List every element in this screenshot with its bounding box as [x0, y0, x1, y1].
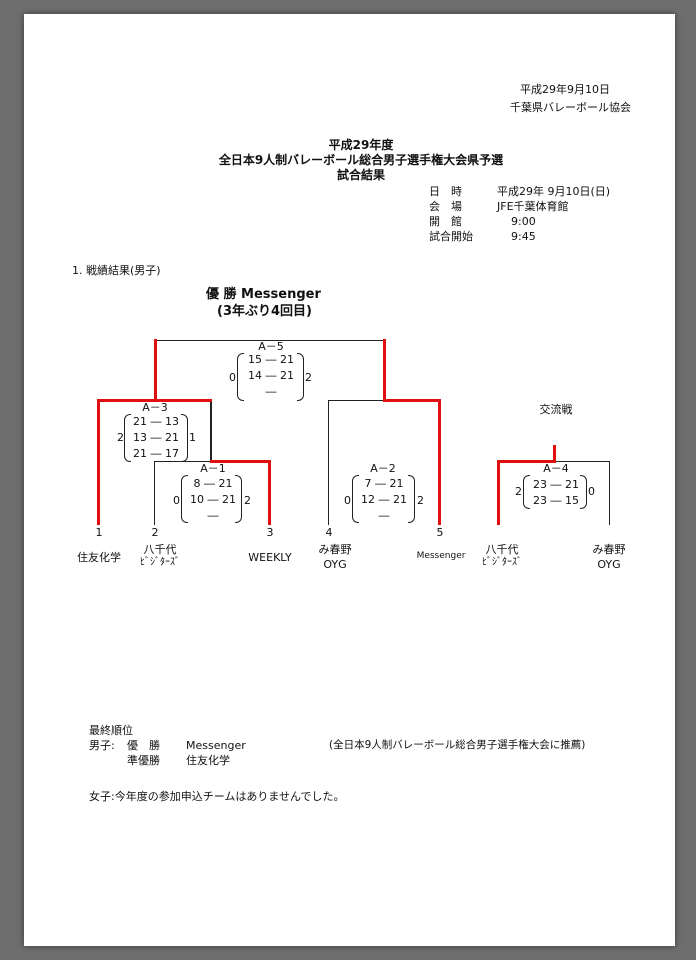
winner-line [97, 399, 100, 525]
bracket-paren [237, 353, 244, 401]
final-men-label: 男子: [89, 739, 115, 752]
match-a5-left-sets: 0 [229, 371, 236, 384]
team-number: 5 [436, 526, 444, 539]
exchange-label: 交流戦 [539, 403, 573, 416]
match-a4-set1: 23 ― 21 [533, 478, 579, 491]
header-date: 平成29年9月10日 [520, 83, 610, 96]
title-event: 全日本9人制バレーボール総合男子選手権大会県予選 [218, 153, 504, 167]
match-a1-right-sets: 2 [244, 494, 251, 507]
match-a2-set1: 7 ― 21 [364, 477, 404, 490]
match-a4-set2: 23 ― 15 [533, 494, 579, 507]
final-women-note: 女子:今年度の参加申込チームはありませんでした。 [89, 790, 345, 803]
match-a5-set2: 14 ― 21 [248, 369, 294, 382]
winner-line [97, 399, 212, 402]
match-a2-label: A－2 [370, 462, 396, 475]
final-second-team: 住友化学 [186, 754, 230, 767]
final-heading: 最終順位 [89, 724, 133, 737]
header-org: 千葉県バレーボール協会 [510, 101, 631, 114]
bracket-paren [181, 475, 188, 523]
bracket-paren [235, 475, 242, 523]
bracket-line [155, 340, 385, 341]
champion-count: (3年ぶり4回目) [217, 304, 312, 319]
final-first-label: 優 勝 [127, 739, 160, 752]
bracket-paren [580, 475, 587, 509]
info-venue-value: JFE千葉体育館 [497, 200, 569, 213]
match-a5-right-sets: 2 [305, 371, 312, 384]
team-name: WEEKLY [248, 551, 292, 564]
match-a1-left-sets: 0 [173, 494, 180, 507]
match-a4-left-sets: 2 [515, 485, 522, 498]
match-a3-right-sets: 1 [189, 431, 196, 444]
match-a3-set1: 21 ― 13 [133, 415, 179, 428]
info-start-value: 9:45 [511, 230, 536, 243]
team-name-sub: ﾋﾞｼﾞﾀｰｽﾞ [140, 557, 180, 568]
match-a3-left-sets: 2 [117, 431, 124, 444]
bracket-line [210, 400, 212, 462]
match-a4-right-sets: 0 [588, 485, 595, 498]
winner-line [438, 399, 441, 525]
winner-line [497, 460, 556, 463]
bracket-line [154, 461, 155, 525]
bracket-paren [408, 475, 415, 523]
match-a3-set2: 13 ― 21 [133, 431, 179, 444]
winner-line [268, 460, 271, 525]
champion-line: 優 勝 Messenger [206, 287, 321, 302]
team-name: Messenger [416, 551, 466, 561]
bracket-paren [297, 353, 304, 401]
title-results: 試合結果 [336, 168, 386, 182]
exchange-team-name-sub: OYG [597, 558, 621, 571]
match-a1-label: A－1 [200, 462, 226, 475]
exchange-team-name: 八千代 [485, 543, 519, 556]
exchange-team-name-sub: ﾋﾞｼﾞﾀｰｽﾞ [482, 557, 522, 568]
match-a5-set3: ― [265, 385, 277, 398]
match-a1-set1: 8 ― 21 [193, 477, 233, 490]
team-number: 3 [266, 526, 274, 539]
info-date-value: 平成29年 9月10日(日) [497, 185, 611, 198]
match-a3-set3: 21 ― 17 [133, 447, 179, 460]
match-a2-set3: ― [378, 509, 390, 522]
winner-line [383, 339, 386, 401]
winner-line [553, 445, 556, 462]
match-a3-label: A－3 [142, 401, 168, 414]
document-page: 平成29年9月10日 千葉県バレーボール協会 平成29年度 全日本9人制バレーボ… [24, 14, 675, 946]
title-year: 平成29年度 [328, 138, 394, 152]
team-number: 2 [151, 526, 159, 539]
bracket-line [609, 461, 610, 525]
info-venue-label: 会 場 [429, 200, 462, 213]
bracket-paren [523, 475, 530, 509]
match-a2-left-sets: 0 [344, 494, 351, 507]
team-number: 4 [325, 526, 333, 539]
final-first-team: Messenger [186, 739, 246, 752]
info-date-label: 日 時 [429, 185, 462, 198]
bracket-paren [124, 414, 131, 462]
section-heading: 1. 戦績結果(男子) [72, 264, 161, 277]
winner-line [154, 339, 157, 401]
final-recommend: (全日本9人制バレーボール総合男子選手権大会に推薦) [329, 739, 586, 751]
match-a4-label: A－4 [543, 462, 569, 475]
team-name: 住友化学 [77, 551, 121, 564]
bracket-line [328, 400, 329, 525]
info-open-label: 開 館 [429, 215, 462, 228]
winner-line [497, 460, 500, 525]
team-number: 1 [95, 526, 103, 539]
exchange-team-name: み春野 [592, 543, 626, 556]
team-name: み春野 [318, 543, 352, 556]
bracket-paren [352, 475, 359, 523]
winner-line [210, 460, 271, 463]
winner-line [383, 399, 441, 402]
match-a1-set2: 10 ― 21 [190, 493, 236, 506]
match-a1-set3: ― [207, 509, 219, 522]
team-name-sub: OYG [323, 558, 347, 571]
bracket-line [554, 461, 609, 462]
match-a5-set1: 15 ― 21 [248, 353, 294, 366]
team-name: 八千代 [143, 543, 177, 556]
match-a2-right-sets: 2 [417, 494, 424, 507]
info-open-value: 9:00 [511, 215, 536, 228]
bracket-paren [181, 414, 188, 462]
match-a5-label: A－5 [258, 340, 284, 353]
match-a2-set2: 12 ― 21 [361, 493, 407, 506]
final-second-label: 準優勝 [127, 754, 160, 767]
info-start-label: 試合開始 [429, 230, 473, 243]
